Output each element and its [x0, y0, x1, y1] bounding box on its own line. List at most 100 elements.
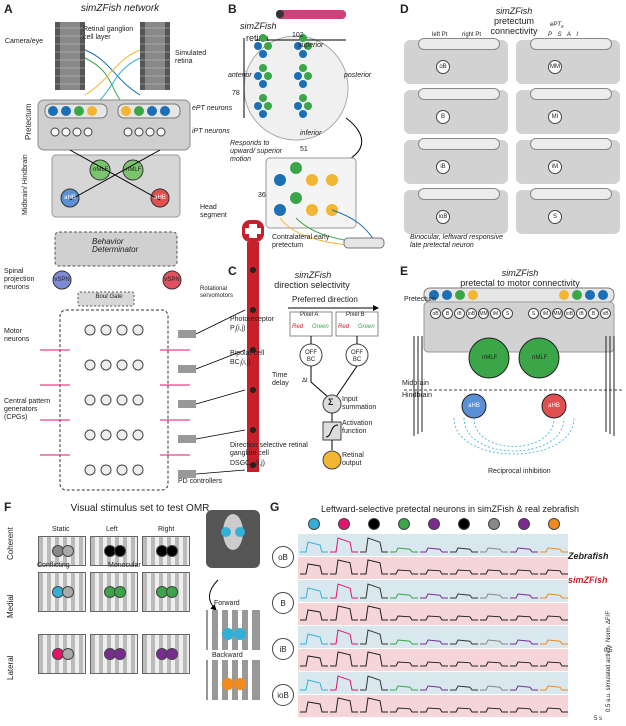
pretectal-neuron: oB — [430, 308, 441, 319]
panel-b-graphic — [243, 10, 385, 249]
fish-eye-right-icon — [166, 545, 178, 557]
label-midbrain-vertical: Midbrain/ Hindbrain — [22, 154, 29, 215]
activity-trace — [360, 675, 388, 713]
pretectal-neuron: iM — [540, 308, 551, 319]
scale-df: Norm. ΔF/F — [606, 610, 612, 642]
activity-trace — [390, 547, 418, 575]
late-pretectal-neuron: iM — [548, 160, 562, 174]
ahb-right-label: aHB — [154, 195, 166, 201]
e-nmlf-left: nMLF — [482, 355, 498, 361]
pretectal-neuron: B — [442, 308, 453, 319]
fish-eye-right-icon — [114, 648, 126, 660]
row-medial: Medial — [6, 594, 15, 618]
stimulus-icon — [488, 518, 500, 530]
label-superior: superior — [298, 42, 324, 49]
panel-c-title: simZFish — [294, 270, 332, 280]
col-static: Static — [52, 526, 70, 533]
activity-trace — [360, 537, 388, 575]
panel-d-title: simZFish — [495, 6, 533, 16]
neuron-type-label: B — [272, 592, 294, 614]
activity-trace — [450, 593, 478, 621]
late-pretectal-neuron: B — [436, 110, 450, 124]
pretectal-neuron: iM — [490, 308, 501, 319]
fish-eye-right-icon — [62, 545, 74, 557]
activity-trace — [360, 583, 388, 621]
activity-trace — [540, 639, 568, 667]
label-rotational-servomotors: Rotational servomotors — [200, 286, 234, 299]
activity-trace — [330, 629, 358, 667]
e-pretectum: Pretectum — [404, 296, 436, 303]
stimulus-cell — [90, 572, 138, 612]
retina-width: 102 — [292, 32, 304, 39]
binocular-caption: Binocular, leftward responsive late pret… — [410, 234, 503, 249]
panel-a-title: simZFish network — [80, 3, 160, 14]
activity-trace — [540, 593, 568, 621]
label-zebrafish: Zebrafish — [568, 551, 609, 561]
label-pretectum-vertical: Pretectum — [24, 103, 33, 140]
neuron-type-label: ioB — [272, 684, 294, 706]
vspn-left-label: vSPN — [54, 277, 70, 283]
ept-row — [418, 188, 500, 200]
activity-trace — [450, 685, 478, 713]
pretectal-neuron: ioB — [564, 308, 575, 319]
neuron-type-label: iB — [272, 638, 294, 660]
pretectal-neuron: iB — [576, 308, 587, 319]
panel-c-letter: C — [228, 264, 237, 278]
photoreceptor-label: Photoreceptor — [230, 316, 274, 323]
activity-trace — [420, 547, 448, 575]
ept-row — [530, 138, 612, 150]
label-spinal-projection: Spinal projection neurons — [4, 268, 35, 291]
inset-height: 36 — [258, 192, 266, 199]
preferred-direction: Preferred direction — [292, 295, 358, 304]
ept-row — [530, 88, 612, 100]
pixel-a-green: Green — [312, 324, 329, 330]
label-simzfish: simZFish — [568, 575, 608, 585]
label-cpg: Central pattern generators (CPGs) — [4, 398, 51, 421]
responds-upward: Responds to upward/ superior motion — [230, 140, 283, 163]
panel-b-subtitle: retina — [246, 33, 269, 43]
time-delay: Time delay — [272, 372, 289, 387]
ept-row — [418, 88, 500, 100]
ahb-left-label: aHB — [64, 195, 76, 201]
panel-g-letter: G — [270, 500, 280, 514]
row-coherent: Coherent — [6, 527, 15, 560]
nmlf-right-label: nMLF — [126, 167, 142, 173]
panel-e-subtitle: pretectal to motor connectivity — [460, 278, 580, 288]
pretectal-neuron: oB — [600, 308, 611, 319]
col-right: Right — [158, 526, 175, 533]
activity-trace — [420, 593, 448, 621]
panel-e-letter: E — [400, 264, 409, 278]
activity-trace — [450, 547, 478, 575]
retinal-output: Retinal output — [342, 452, 364, 467]
scale-time: 5 s — [594, 716, 603, 722]
label-conflicting: Conflicting — [37, 562, 70, 569]
panel-a-letter: A — [4, 2, 13, 16]
activity-trace — [510, 547, 538, 575]
sigma: Σ — [328, 397, 334, 407]
robot-body — [242, 220, 264, 472]
neuron-type-label: oB — [272, 546, 294, 568]
pixel-b-red: Red — [338, 324, 350, 330]
late-pretectal-neuron: iB — [436, 160, 450, 174]
panel-c-subtitle: direction selectivity — [274, 280, 350, 290]
stimulus-icon — [338, 518, 350, 530]
inset-width: 51 — [300, 146, 308, 153]
fish-eye-right-icon — [62, 586, 74, 598]
panel-d-subtitle: pretectum connectivity — [490, 16, 538, 36]
activity-trace — [390, 685, 418, 713]
fish-eye-right-icon — [166, 648, 178, 660]
label-simulated-retina: Simulated retina — [175, 50, 207, 65]
dsgc-symbol: DSGCi,k(i,j) — [230, 460, 265, 470]
panel-a-graphic — [37, 22, 191, 290]
late-pretectal-neuron: oB — [436, 60, 450, 74]
stimulus-icon — [428, 518, 440, 530]
row-lateral: Lateral — [6, 655, 15, 680]
label-backward: Backward — [212, 652, 243, 659]
stimulus-icon — [518, 518, 530, 530]
vspn-right-label: vSPN — [164, 277, 180, 283]
stimulus-icon — [548, 518, 560, 530]
fish-eye-right-icon — [166, 586, 178, 598]
label-inferior: inferior — [300, 130, 322, 137]
retina-height: 78 — [232, 90, 240, 97]
label-retinal-ganglion: Retinal ganglion cell layer — [83, 26, 134, 41]
